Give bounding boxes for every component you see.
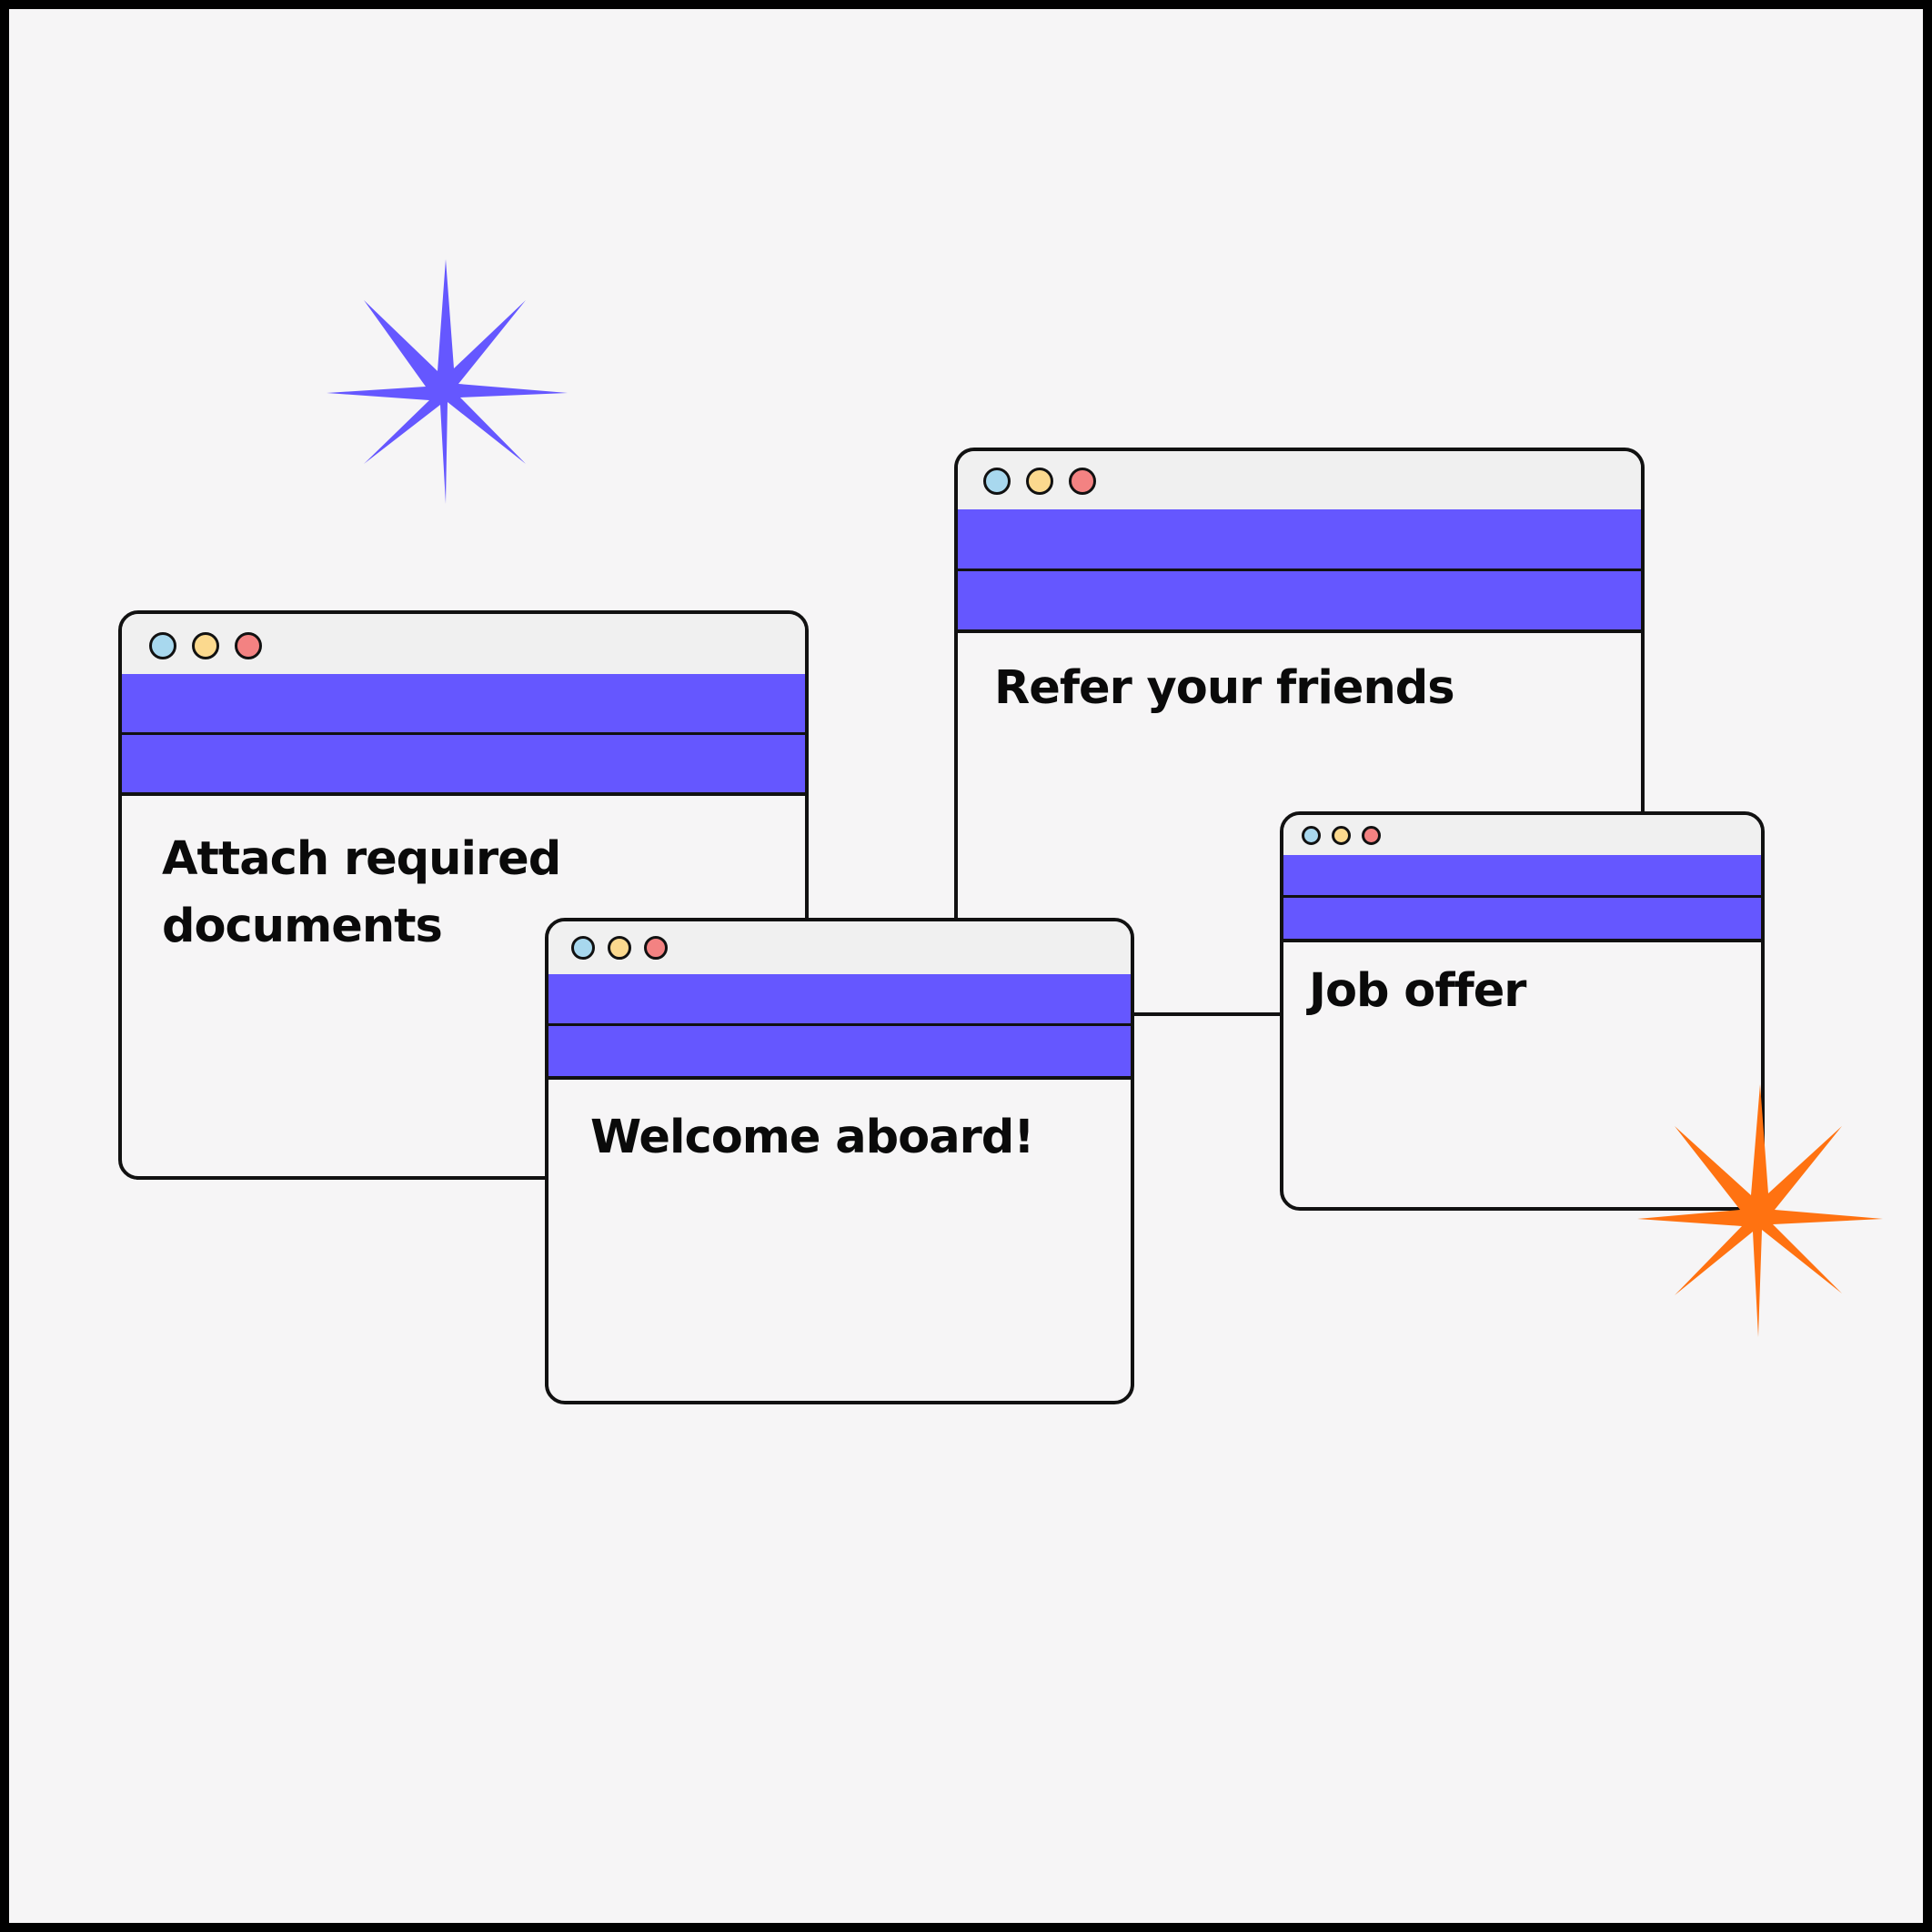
header-bar <box>958 571 1641 633</box>
connector-line <box>1131 1012 1283 1016</box>
header-bar <box>1283 898 1761 942</box>
connector-line <box>136 1176 550 1180</box>
circle-icon-yellow <box>608 936 631 960</box>
window-titlebar <box>958 451 1641 513</box>
circle-icon-blue <box>149 632 176 659</box>
window-title: Attach required documents <box>162 826 561 961</box>
circle-icon-yellow <box>192 632 219 659</box>
orange-sparkle-icon <box>1637 1084 1883 1337</box>
header-bar <box>548 974 1131 1026</box>
window-job-offer: Job offer <box>1280 811 1765 1211</box>
purple-sparkle-icon <box>327 259 568 504</box>
circle-icon-red <box>1069 468 1096 495</box>
circle-icon-yellow <box>1332 826 1351 845</box>
window-title-line1: Attach required <box>162 832 561 886</box>
header-bar <box>548 1026 1131 1080</box>
circle-icon-yellow <box>1026 468 1053 495</box>
circle-icon-blue <box>1302 826 1321 845</box>
circle-icon-red <box>644 936 668 960</box>
header-bar <box>1283 855 1761 898</box>
circle-icon-red <box>1362 826 1381 845</box>
window-titlebar <box>122 614 805 678</box>
window-welcome-aboard: Welcome aboard! <box>545 918 1134 1404</box>
window-title: Refer your friends <box>994 661 1455 715</box>
window-title: Welcome aboard! <box>590 1111 1035 1164</box>
circle-icon-red <box>235 632 262 659</box>
header-bar <box>958 509 1641 571</box>
window-title: Job offer <box>1309 964 1526 1018</box>
header-bar <box>122 674 805 735</box>
header-bar <box>122 735 805 796</box>
window-titlebar <box>548 921 1131 978</box>
circle-icon-blue <box>983 468 1011 495</box>
window-titlebar <box>1283 815 1761 859</box>
circle-icon-blue <box>571 936 595 960</box>
window-title-line2: documents <box>162 900 443 953</box>
